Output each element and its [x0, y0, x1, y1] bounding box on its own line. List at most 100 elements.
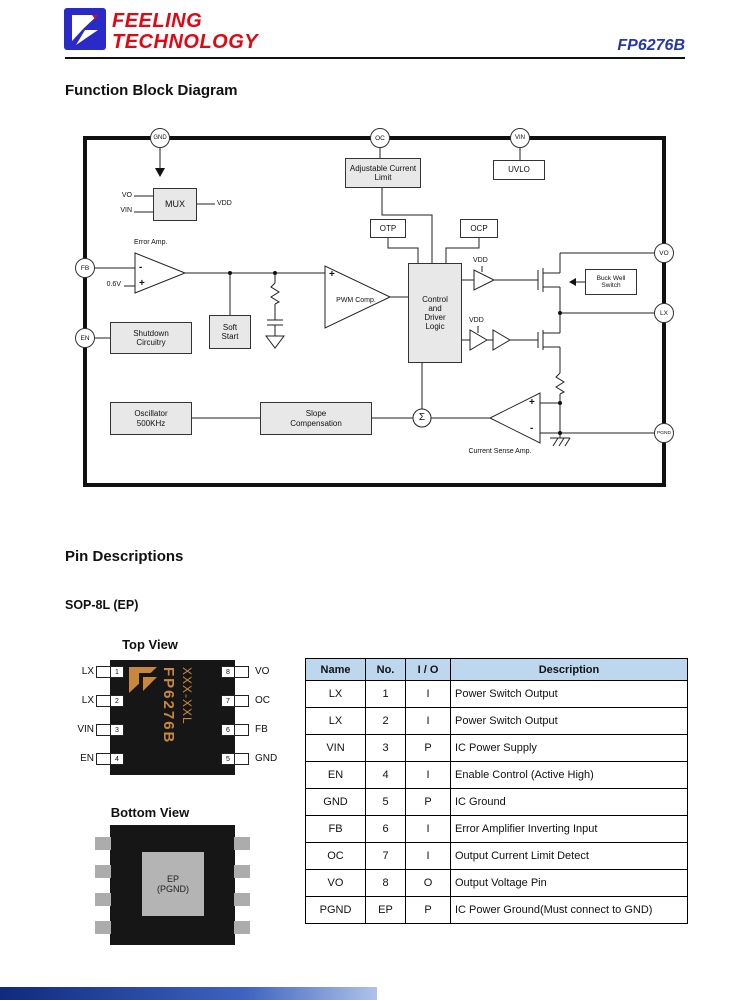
cell-no: 2 — [365, 707, 406, 735]
current-sense-plus-sign: + — [529, 397, 535, 408]
cell-io: P — [405, 734, 451, 762]
bottom-view-title: Bottom View — [110, 805, 190, 820]
block-adjustable-current-limit: Adjustable Current Limit — [345, 158, 421, 188]
mux-output-vdd-label: VDD — [217, 200, 232, 207]
brand-name-line2: TECHNOLOGY — [112, 31, 259, 53]
block-uvlo: UVLO — [493, 160, 545, 180]
cell-description: IC Ground — [450, 788, 688, 816]
pin-number-8: 8 — [221, 666, 235, 678]
cell-name: VIN — [305, 734, 366, 762]
pin-stub — [96, 695, 111, 707]
brand-logo-icon — [64, 8, 106, 50]
footer-accent-bar — [0, 987, 377, 1000]
diagram-wires — [95, 148, 654, 438]
table-row: LX 1 I Power Switch Output — [305, 680, 688, 708]
table-row: PGND EP P IC Power Ground(Must connect t… — [305, 896, 688, 924]
cell-description: IC Power Ground(Must connect to GND) — [450, 896, 688, 924]
cell-io: P — [405, 788, 451, 816]
error-amp-triangle — [134, 252, 187, 294]
vref-label: 0.6V — [106, 281, 121, 288]
section-title-function-block-diagram: Function Block Diagram — [65, 82, 238, 99]
top-pin-label-5: GND — [255, 753, 278, 764]
current-sense-amp-label: Current Sense Amp. — [468, 448, 532, 455]
function-block-diagram: GND OC VIN FB EN VO LX PGND Adjustable C… — [70, 120, 680, 500]
chip-logo-icon — [129, 667, 157, 693]
header-rule — [65, 57, 685, 59]
cell-name: LX — [305, 680, 366, 708]
junction-dots — [228, 271, 562, 435]
block-shutdown-circuitry: Shutdown Circuitry — [110, 322, 192, 354]
compensation-resistor — [270, 282, 281, 305]
block-otp: OTP — [370, 219, 406, 238]
package-pad — [234, 893, 250, 906]
table-header-row: Name No. I / O Description — [305, 658, 688, 681]
cell-no: 6 — [365, 815, 406, 843]
buck-well-arrow — [569, 278, 576, 286]
top-pin-label-3: VIN — [77, 724, 94, 735]
exposed-pad: EP (PGND) — [142, 852, 204, 916]
top-pin-label-7: OC — [255, 695, 270, 706]
pin-stub — [234, 666, 249, 678]
package-pad — [95, 893, 111, 906]
pin-stub — [234, 724, 249, 736]
cell-no: 1 — [365, 680, 406, 708]
top-pin-label-2: LX — [81, 695, 94, 706]
header-io: I / O — [405, 658, 451, 681]
cell-name: GND — [305, 788, 366, 816]
top-view-title: Top View — [122, 637, 178, 652]
cell-description: Output Voltage Pin — [450, 869, 688, 897]
cell-name: PGND — [305, 896, 366, 924]
table-row: LX 2 I Power Switch Output — [305, 707, 688, 735]
brand-name-line1: FEELING — [112, 10, 203, 32]
cell-name: FB — [305, 815, 366, 843]
pin-number-4: 4 — [110, 753, 124, 765]
diagram-pin-vo: VO — [654, 243, 674, 263]
highside-driver-buffer — [473, 269, 496, 291]
cell-description: Power Switch Output — [450, 707, 688, 735]
cell-no: 5 — [365, 788, 406, 816]
diagram-pin-gnd: GND — [150, 128, 170, 148]
cell-description: Output Current Limit Detect — [450, 842, 688, 870]
top-pin-label-4: EN — [80, 753, 94, 764]
table-row: VO 8 O Output Voltage Pin — [305, 869, 688, 897]
block-soft-start: Soft Start — [209, 315, 251, 349]
error-amp-minus-sign: - — [139, 262, 143, 273]
pwm-comparator-triangle — [324, 265, 392, 329]
top-pin-label-8: VO — [255, 666, 270, 677]
resistor-capacitor-ground-symbols — [265, 282, 571, 447]
block-control-driver-logic: Control and Driver Logic — [408, 263, 462, 363]
cell-io: I — [405, 815, 451, 843]
pin-stub — [234, 695, 249, 707]
cell-no: 3 — [365, 734, 406, 762]
pin-number-3: 3 — [110, 724, 124, 736]
ground-symbol — [265, 335, 285, 349]
chip-marking: FP6276B XXX-XXL — [160, 667, 194, 769]
table-row: OC 7 I Output Current Limit Detect — [305, 842, 688, 870]
mux-input-vin-label: VIN — [120, 207, 132, 214]
power-ground-hatch — [550, 437, 571, 447]
summing-node-circle — [412, 408, 432, 428]
mux-input-vo-label: VO — [121, 192, 132, 199]
sense-resistor — [555, 372, 566, 395]
pin-number-6: 6 — [221, 724, 235, 736]
cell-name: VO — [305, 869, 366, 897]
cell-io: P — [405, 896, 451, 924]
cell-io: I — [405, 680, 451, 708]
lowside-driver-buffer-1 — [469, 329, 488, 351]
part-number: FP6276B — [617, 37, 685, 54]
lowside-vdd-label: VDD — [469, 317, 484, 324]
block-slope-compensation: Slope Compensation — [260, 402, 372, 435]
cell-description: Power Switch Output — [450, 680, 688, 708]
pin-stub — [96, 753, 111, 765]
error-amp-plus-sign: + — [139, 278, 145, 289]
block-mux: MUX — [153, 188, 197, 221]
diagram-pin-en: EN — [75, 328, 95, 348]
header-name: Name — [305, 658, 366, 681]
diagram-pin-vin: VIN — [510, 128, 530, 148]
cell-io: I — [405, 707, 451, 735]
pwm-comp-label: PWM Comp. — [336, 297, 376, 304]
arrowheads — [155, 168, 576, 286]
cell-no: 8 — [365, 869, 406, 897]
chip-marking-part: FP6276B — [160, 667, 177, 745]
